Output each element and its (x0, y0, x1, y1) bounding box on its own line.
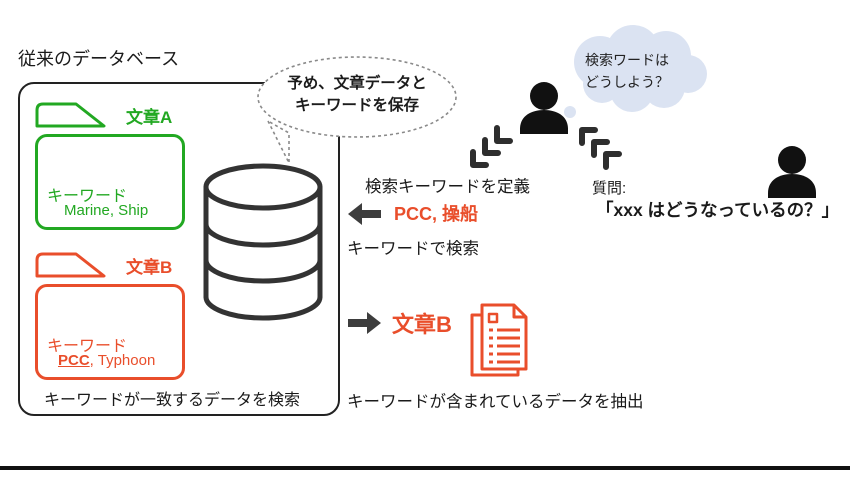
folder-b-keyword-label: キーワード (47, 338, 128, 355)
folder-b-keyword-highlight: PCC (58, 352, 90, 369)
signal-chevrons-left-icon (470, 125, 513, 168)
result-caption: キーワードが含まれているデータを抽出 (347, 393, 644, 411)
search-by-keyword-label: キーワードで検索 (347, 240, 479, 258)
folder-a-keyword-label: キーワード (47, 188, 128, 205)
result-document-icon (470, 303, 528, 377)
folder-b-label: 文章B (126, 258, 173, 277)
diagram-title: 従来のデータベース (18, 49, 180, 69)
search-keywords-value: PCC, 操船 (394, 204, 479, 224)
folder-b-body (35, 284, 185, 380)
database-box-caption: キーワードが一致するデータを検索 (44, 392, 301, 409)
bottom-divider (0, 466, 850, 470)
person-icon-asker (768, 146, 816, 198)
person-icon-user (520, 82, 568, 134)
database-icon (203, 163, 323, 321)
define-keywords-label: 検索キーワードを定義 (365, 178, 530, 196)
signal-chevrons-right-icon (579, 127, 622, 170)
thought-cloud-text: 検索ワードは どうしよう？ (585, 50, 669, 93)
speech-bubble-line1: 予め、文章データと (287, 75, 427, 92)
thought-cloud-icon (564, 25, 707, 118)
folder-tab-icon-a (35, 102, 106, 128)
arrow-right-icon (348, 312, 381, 334)
thought-cloud-line2: どうしよう？ (585, 73, 669, 90)
traditional-database-box (18, 82, 340, 416)
question-text: 「xxx はどうなっているの？」 (596, 200, 840, 220)
folder-b-keyword-rest: , Typhoon (89, 352, 156, 369)
folder-a-body (35, 134, 185, 230)
arrow-left-icon (348, 203, 381, 225)
folder-a-keywords: Marine, Ship (64, 202, 149, 219)
folder-tab-icon-b (35, 252, 106, 278)
folder-a-label: 文章A (126, 108, 173, 127)
result-document-label: 文章B (392, 312, 452, 337)
folder-b-keywords: PCC, Typhoon (58, 352, 155, 369)
speech-bubble-line2: キーワードを保存 (294, 97, 419, 115)
speech-bubble (257, 56, 457, 164)
thought-cloud-line1: 検索ワードは (585, 52, 669, 68)
question-label: 質問: (592, 180, 627, 197)
speech-bubble-text: 予め、文章データと キーワードを保存 (262, 73, 452, 118)
